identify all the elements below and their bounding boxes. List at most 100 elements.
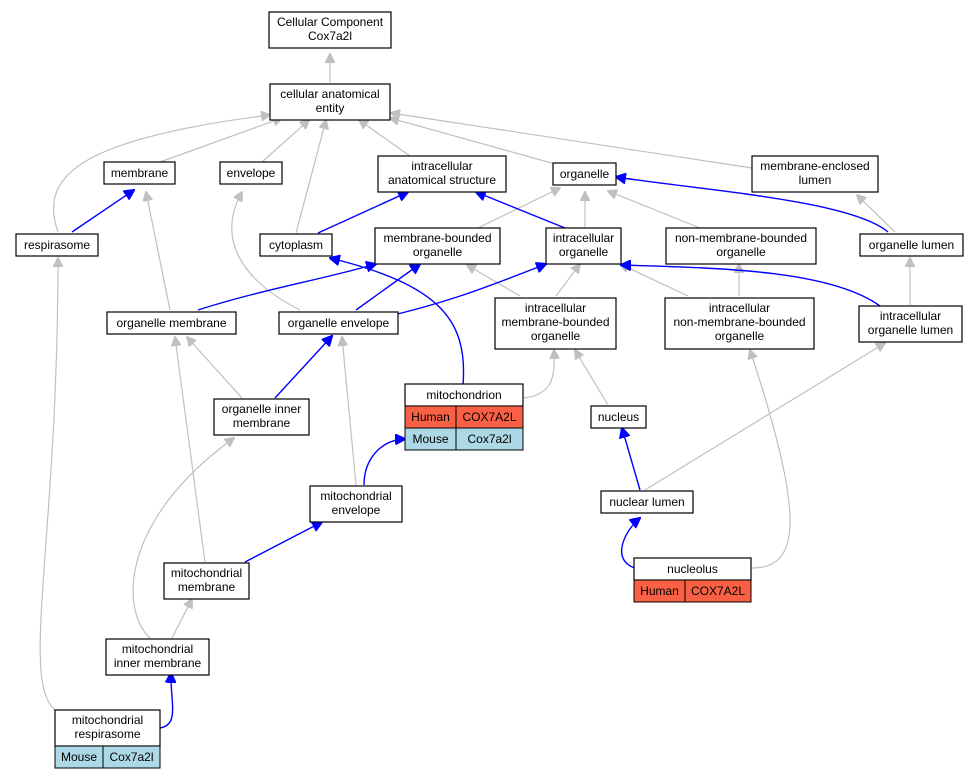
node-label: nucleus <box>598 410 639 424</box>
node-label: intracellular <box>525 301 586 315</box>
node-label: mitochondrial <box>122 642 193 656</box>
node-label: mitochondrial <box>320 489 391 503</box>
node-mitochondrion[interactable]: mitochondrion Human COX7A2L Mouse Cox7a2… <box>404 383 524 451</box>
node-label: organelle <box>531 329 581 343</box>
node-organelle[interactable]: organelle <box>552 162 617 186</box>
edge-respirasome-to-cae <box>52 115 270 233</box>
edge-nucleolus-to-inmbo <box>750 350 791 569</box>
node-intracellular-organelle-lumen[interactable]: intracellular organelle lumen <box>858 305 963 343</box>
node-label: organelle lumen <box>869 238 954 252</box>
node-label: respirasome <box>74 727 140 741</box>
gene-label: COX7A2L <box>462 410 516 424</box>
edge-imbo-to-io <box>555 264 580 297</box>
edge-io-to-ias <box>476 192 566 229</box>
node-label: membrane-bounded <box>383 231 491 245</box>
grey-edges <box>39 54 910 711</box>
node-label: entity <box>316 101 345 115</box>
node-mitochondrial-inner-membrane[interactable]: mitochondrial inner membrane <box>105 638 210 676</box>
edge-organelle-to-cae <box>390 118 556 165</box>
node-label: lumen <box>799 173 832 187</box>
edge-cytoplasm-to-ias <box>317 192 408 234</box>
node-label: anatomical structure <box>388 173 496 187</box>
edge-nucleolus-to-nuclumen <box>621 518 640 569</box>
gene-cell-mouse <box>455 427 524 451</box>
node-label: envelope <box>332 503 381 517</box>
node-label: organelle <box>560 167 610 181</box>
node-label: inner membrane <box>114 656 202 670</box>
node-label: non-membrane-bounded <box>675 231 807 245</box>
node-cellular-component[interactable]: Cellular Component Cox7a2l <box>268 11 392 49</box>
node-label: membrane-bounded <box>501 315 609 329</box>
node-label: cytoplasm <box>269 238 323 252</box>
node-label: intracellular <box>880 309 941 323</box>
node-membrane-bounded-organelle[interactable]: membrane-bounded organelle <box>374 227 501 265</box>
node-label: mitochondrion <box>426 388 501 402</box>
node-label: intracellular <box>553 231 614 245</box>
node-label: organelle <box>413 245 463 259</box>
node-label: organelle <box>716 245 766 259</box>
node-envelope[interactable]: envelope <box>219 161 283 185</box>
edge-mim-to-oim <box>132 438 234 639</box>
node-cellular-anatomical-entity[interactable]: cellular anatomical entity <box>269 83 391 121</box>
node-label: nuclear lumen <box>609 495 684 509</box>
node-organelle-inner-membrane[interactable]: organelle inner membrane <box>213 398 310 436</box>
gene-label: COX7A2L <box>691 584 745 598</box>
node-label: organelle lumen <box>868 323 953 337</box>
species-label: Mouse <box>61 750 97 764</box>
edge-respirasome-to-membrane <box>71 190 134 233</box>
edge-membrane-to-cae <box>159 118 282 163</box>
gene-label: Cox7a2l <box>467 432 511 446</box>
node-label: mitochondrial <box>72 713 143 727</box>
edge-ias-to-cae <box>359 120 411 157</box>
node-membrane-enclosed-lumen[interactable]: membrane-enclosed lumen <box>751 155 879 193</box>
node-nucleus[interactable]: nucleus <box>590 405 647 429</box>
edge-mitoenv-to-mito <box>363 439 405 486</box>
edge-inmbo-to-io <box>620 264 689 297</box>
node-label: organelle inner <box>222 402 301 416</box>
edge-iol-to-io <box>621 265 881 307</box>
node-intracellular-membrane-bounded-organelle[interactable]: intracellular membrane-bounded organelle <box>494 297 617 350</box>
edge-mel-to-cae <box>391 113 753 169</box>
node-intracellular-anatomical-structure[interactable]: intracellular anatomical structure <box>377 155 507 193</box>
annotation-row-human: Human COX7A2L <box>633 579 752 603</box>
edge-orglumen-to-organelle <box>616 177 889 233</box>
node-intracellular-non-membrane-bounded-organelle[interactable]: intracellular non-membrane-bounded organ… <box>664 297 815 350</box>
node-label: organelle envelope <box>288 316 390 330</box>
node-nuclear-lumen[interactable]: nuclear lumen <box>600 490 694 514</box>
edge-orglumen-to-mel <box>857 195 896 233</box>
edge-oim-to-orgenvelope <box>274 336 332 399</box>
edge-orgenvelope-to-envelope <box>231 192 301 311</box>
node-label: Cox7a2l <box>308 29 352 43</box>
node-intracellular-organelle[interactable]: intracellular organelle <box>545 227 622 265</box>
edge-mito-to-cytoplasm <box>330 258 465 386</box>
edge-orgmembrane-to-mbo <box>197 264 376 311</box>
node-label: respirasome <box>24 238 90 252</box>
edge-cytoplasm-to-cae <box>295 120 326 234</box>
node-organelle-lumen[interactable]: organelle lumen <box>859 233 964 257</box>
node-label: membrane-enclosed <box>760 159 869 173</box>
node-mitochondrial-envelope[interactable]: mitochondrial envelope <box>309 485 403 523</box>
annotation-row-mouse: Mouse Cox7a2l <box>404 427 524 451</box>
node-nucleolus[interactable]: nucleolus Human COX7A2L <box>633 557 752 603</box>
node-membrane[interactable]: membrane <box>103 161 176 185</box>
annotation-row-mouse: Mouse Cox7a2l <box>54 745 161 769</box>
node-respirasome[interactable]: respirasome <box>15 233 99 257</box>
node-mitochondrial-respirasome[interactable]: mitochondrial respirasome Mouse Cox7a2l <box>54 709 161 769</box>
node-non-membrane-bounded-organelle[interactable]: non-membrane-bounded organelle <box>665 227 817 265</box>
edge-orgmembrane-to-membrane <box>146 192 171 311</box>
node-cytoplasm[interactable]: cytoplasm <box>259 233 333 257</box>
species-label: Human <box>640 584 679 598</box>
gene-cell-human <box>684 579 752 603</box>
node-label: organelle <box>715 329 765 343</box>
edge-nucleus-to-imbo <box>575 350 609 406</box>
edge-mito-to-imbo <box>523 350 554 399</box>
node-organelle-envelope[interactable]: organelle envelope <box>278 311 399 335</box>
node-label: intracellular <box>411 159 472 173</box>
node-mitochondrial-membrane[interactable]: mitochondrial membrane <box>163 562 250 600</box>
edge-oim-to-orgmembrane <box>187 337 243 399</box>
node-label: cellular anatomical <box>280 87 379 101</box>
gene-label: Cox7a2l <box>109 750 153 764</box>
edge-mitoresp-to-mim <box>159 673 173 729</box>
node-organelle-membrane[interactable]: organelle membrane <box>106 311 237 335</box>
